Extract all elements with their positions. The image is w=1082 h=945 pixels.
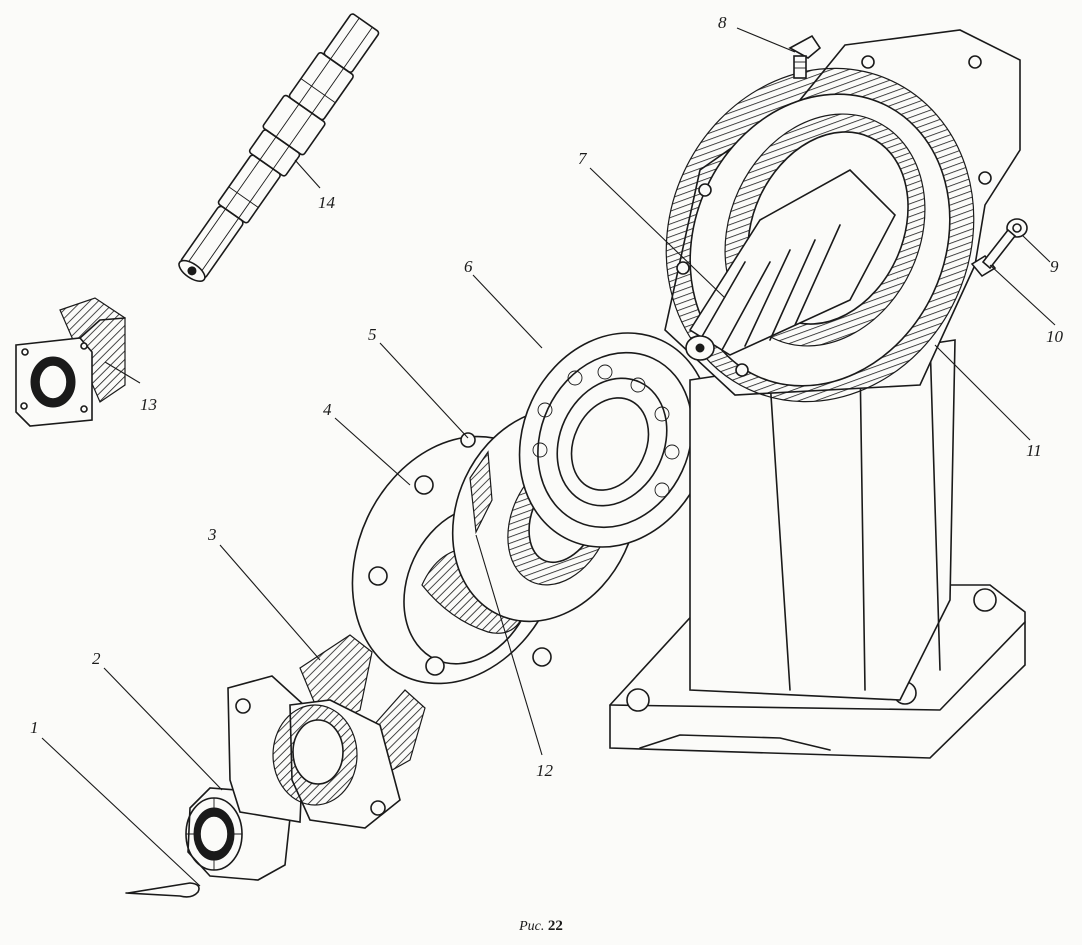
callout-6: 6	[464, 257, 473, 276]
cotter-pin-part-1	[125, 882, 200, 898]
callout-13: 13	[140, 395, 157, 414]
callout-2: 2	[92, 649, 101, 668]
leader-lines	[41, 27, 1056, 887]
bolt-part-10	[970, 228, 1017, 278]
inner-shaft-part-7	[685, 169, 896, 361]
callout-11: 11	[1026, 441, 1042, 460]
callout-10: 10	[1046, 327, 1064, 346]
callout-3: 3	[207, 525, 217, 544]
callout-5: 5	[368, 325, 377, 344]
callout-7: 7	[578, 149, 588, 168]
callout-14: 14	[318, 193, 336, 212]
callout-8: 8	[718, 13, 727, 32]
callout-labels: 1 2 3 4 5 6 7 8 9 10 11 12 13 14	[30, 13, 1064, 780]
flange-bushing-part-13	[15, 297, 126, 427]
callout-4: 4	[323, 400, 332, 419]
callout-9: 9	[1050, 257, 1059, 276]
figure-caption: Рис. 22	[0, 918, 1082, 935]
ball-bearing-part-6	[518, 332, 712, 548]
grease-fitting-part-8	[788, 34, 822, 79]
figure-caption-number: 22	[547, 918, 563, 934]
callout-1: 1	[30, 718, 39, 737]
callout-12: 12	[536, 761, 554, 780]
shaft-part-14	[178, 13, 380, 283]
figure-caption-prefix: Рис.	[519, 919, 545, 934]
